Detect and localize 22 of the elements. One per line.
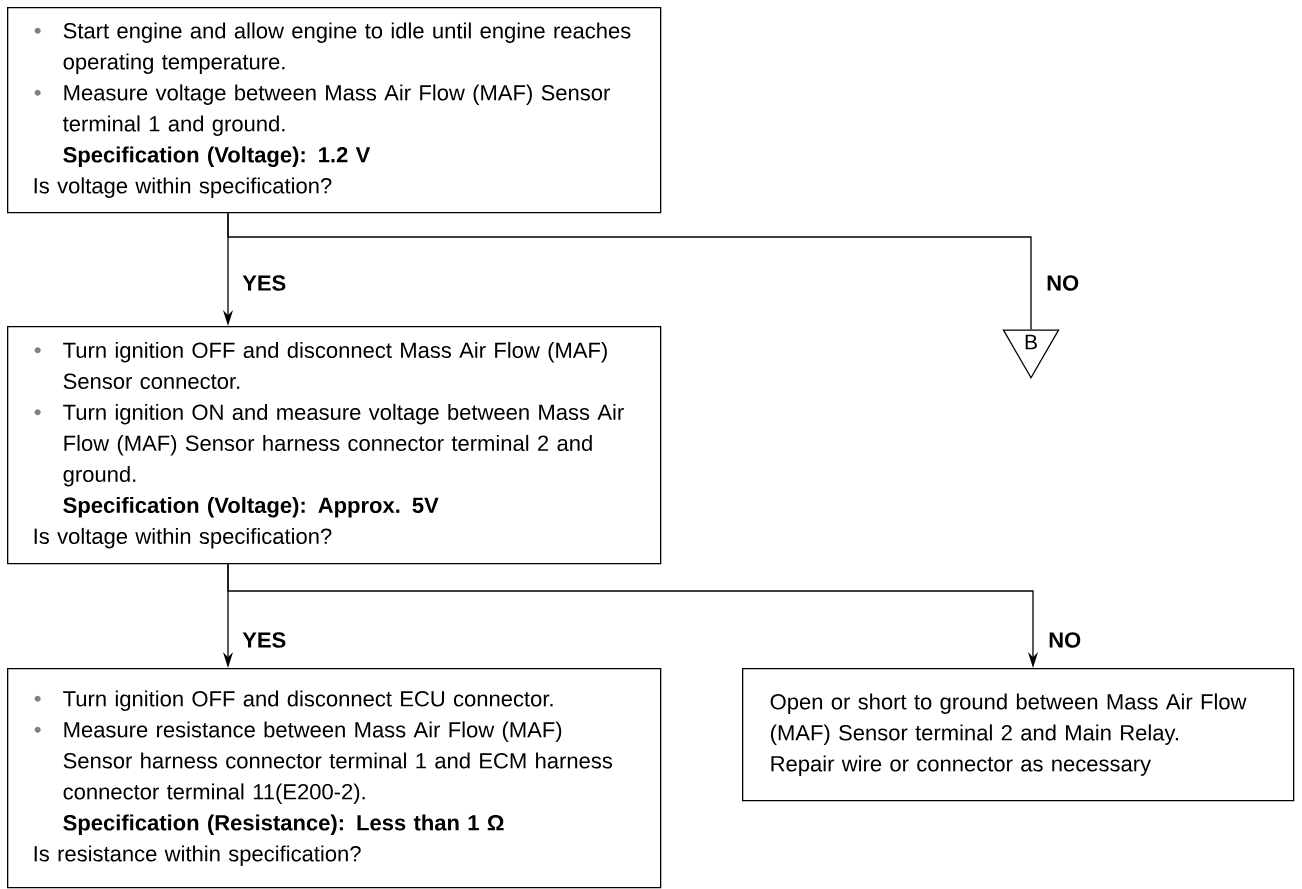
step-box	[7, 668, 662, 889]
edge-label: YES	[242, 275, 286, 291]
bullet-item: Measure voltage between Mass Air Flow (MAF) Sensor terminal 1 and ground.	[34, 84, 610, 136]
specification-text: Specification (Voltage): 1.2 V	[63, 146, 371, 167]
question-text: Is voltage within specification?	[34, 177, 332, 198]
step-box	[7, 326, 662, 565]
bullet-item: Turn ignition OFF and disconnect ECU connector.	[34, 690, 553, 711]
edge-label: YES	[242, 632, 286, 648]
question-text: Is voltage within specification?	[34, 527, 332, 549]
bullet-item: Turn ignition OFF and disconnect Mass Air Flow (MAF) Sensor connector.	[34, 341, 607, 390]
edge-label: NO	[1047, 275, 1079, 291]
question-text: Is resistance within specification?	[34, 845, 361, 866]
bullet-item: Measure resistance between Mass Air Flow (MAF) Sensor harness connector terminal 1 and ECM harness connector terminal 11(E200-2).	[34, 721, 613, 804]
specification-text: Specification (Resistance): Less than 1 Ω	[63, 814, 504, 835]
edge-label: NO	[1049, 632, 1081, 648]
step-box	[742, 668, 1295, 802]
bullet-item: Start engine and allow engine to idle until engine reaches operating temperature.	[34, 22, 631, 74]
result-text: Open or short to ground between Mass Air Flow (MAF) Sensor terminal 2 and Main Relay.	[770, 693, 1247, 745]
bullet-item: Turn ignition ON and measure voltage between Mass Air Flow (MAF) Sensor harness connector terminal 2 and ground.	[34, 403, 624, 487]
specification-text: Specification (Voltage): Approx. 5V	[63, 496, 439, 518]
result-text: Repair wire or connector as necessary	[771, 755, 1151, 776]
step-box	[7, 7, 662, 214]
